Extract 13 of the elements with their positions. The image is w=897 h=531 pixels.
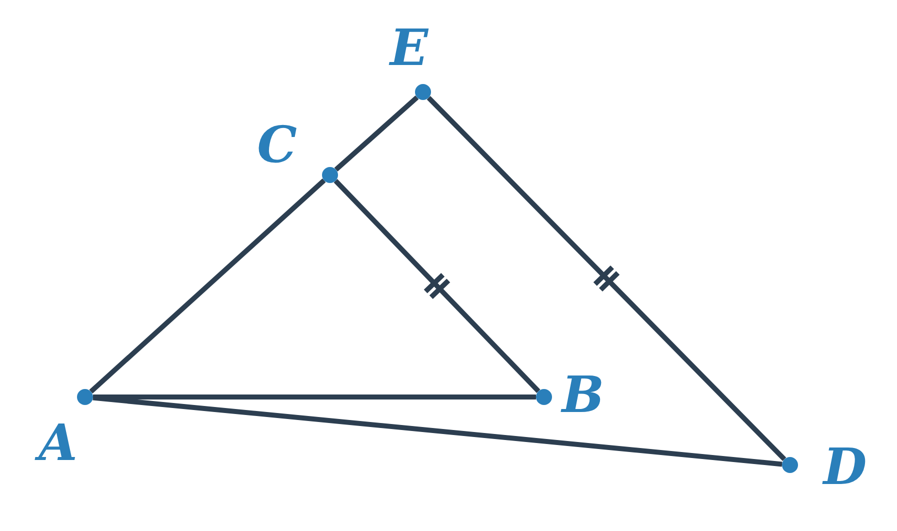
point-dot [536, 389, 552, 405]
point-label: D [823, 442, 867, 492]
point-label: B [562, 370, 604, 420]
line-segment [334, 179, 540, 393]
point-dot [415, 84, 431, 100]
point-dot [77, 389, 93, 405]
line-segment [89, 178, 326, 394]
line-segment [426, 96, 786, 462]
point-label: C [257, 120, 297, 170]
point-dot [782, 457, 798, 473]
line-segment [334, 95, 419, 172]
line-segment [93, 394, 536, 400]
point-label: E [390, 23, 428, 73]
